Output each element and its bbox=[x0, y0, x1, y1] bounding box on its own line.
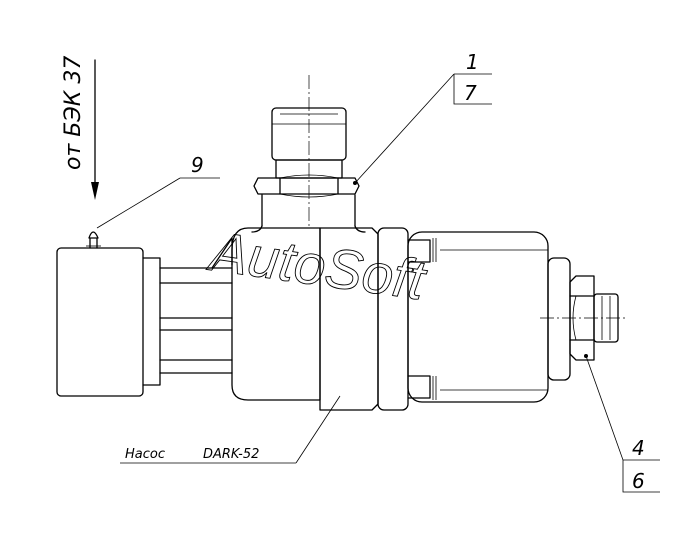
source-arrow-head bbox=[91, 182, 99, 200]
solenoid-body bbox=[56, 247, 144, 397]
cylinder-body bbox=[407, 231, 549, 403]
watermark: AutoSoft bbox=[204, 219, 431, 312]
solenoid-connector bbox=[56, 231, 161, 397]
source-label: от БЭК 37 bbox=[61, 56, 86, 170]
pump-main-body bbox=[231, 194, 366, 401]
connection-rods bbox=[159, 237, 233, 374]
callout-1-top: 1 bbox=[466, 50, 479, 74]
upper-boss bbox=[261, 194, 356, 227]
callout-4: 4 6 bbox=[584, 354, 660, 493]
callout-9: 9 bbox=[96, 153, 220, 229]
callout-4-bottom: 6 bbox=[632, 469, 645, 493]
solenoid-neck bbox=[142, 257, 161, 386]
pump-label-callout: Насос DARK-52 bbox=[120, 395, 341, 464]
source-annotation: от БЭК 37 bbox=[61, 56, 99, 200]
callout-1-bottom: 7 bbox=[464, 81, 477, 105]
terminal-stem bbox=[89, 237, 98, 249]
callout-9-top: 9 bbox=[191, 153, 204, 177]
end-cap bbox=[547, 257, 571, 381]
pump-name: Насос bbox=[125, 447, 165, 462]
pump-model: DARK-52 bbox=[203, 447, 259, 462]
callout-1: 1 7 bbox=[353, 50, 492, 185]
callout-4-top: 4 bbox=[632, 436, 645, 460]
terminal-tip bbox=[88, 231, 99, 239]
main-housing bbox=[231, 227, 321, 401]
